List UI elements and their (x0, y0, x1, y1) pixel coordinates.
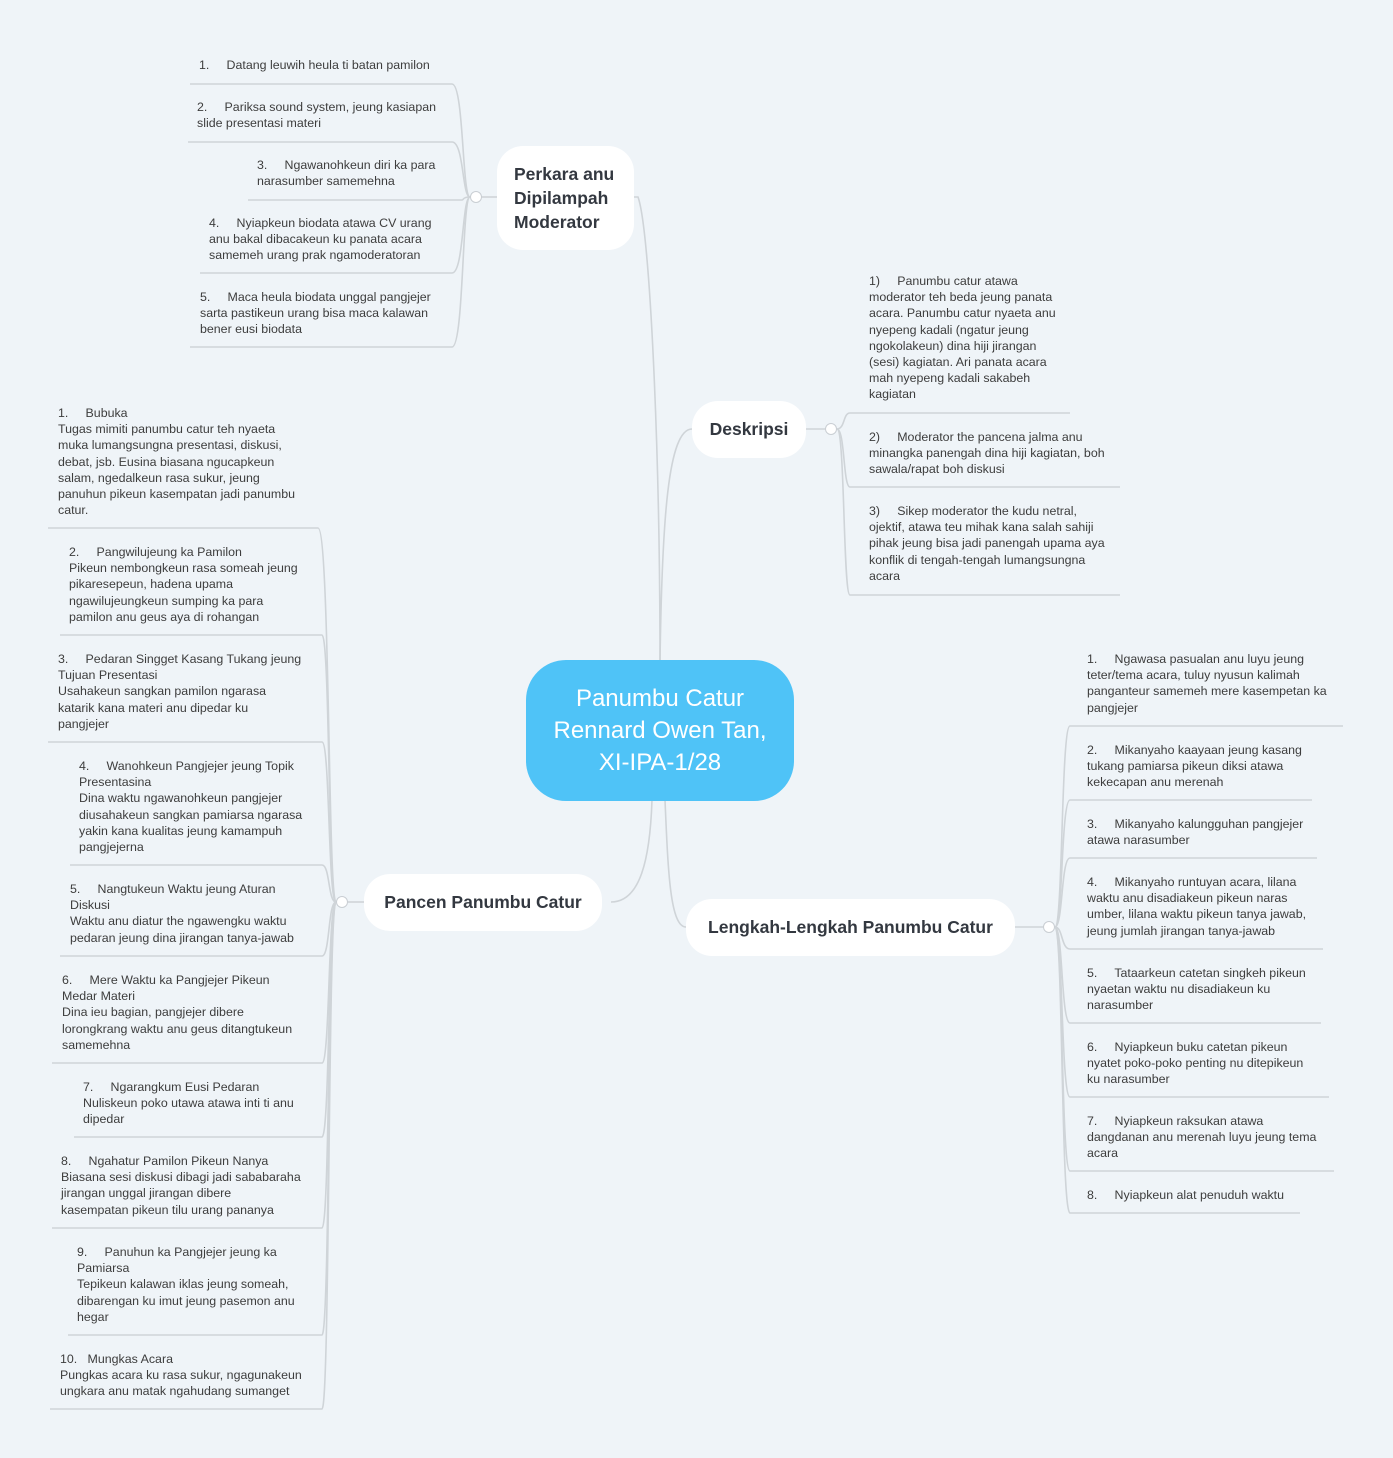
lengkah-connector (1054, 926, 1300, 1214)
deskripsi-item[interactable]: 3) Sikep moderator the kudu netral, ojek… (869, 504, 1105, 583)
deskripsi-connector (836, 412, 1070, 430)
lengkah-item[interactable]: 2. Mikanyaho kaayaan jeung kasang tukang… (1087, 743, 1302, 790)
pancen-connector (50, 901, 337, 1410)
deskripsi-connector (836, 428, 1120, 596)
lengkah-connector (1054, 926, 1323, 950)
pancen-item[interactable]: 7. Ngarangkum Eusi Pedaran Nuliskeun pok… (83, 1080, 294, 1127)
branch-line (610, 799, 653, 903)
topic-pancen-panumbu-catur[interactable]: Pancen Panumbu Catur (364, 874, 602, 931)
lengkah-item[interactable]: 8. Nyiapkeun alat penuduh waktu (1087, 1188, 1285, 1202)
branch-line (664, 799, 687, 928)
perkara-item[interactable]: 3. Ngawanohkeun diri ka para narasumber … (257, 158, 436, 189)
deskripsi-item[interactable]: 2) Moderator the pancena jalma anu minan… (869, 430, 1105, 477)
pancen-connector (70, 864, 337, 903)
perkara-connector (190, 83, 471, 198)
lengkah-item[interactable]: 4. Mikanyaho runtuyan acara, lilana wakt… (1087, 875, 1307, 938)
perkara-connector (190, 196, 471, 348)
pancen-item[interactable]: 9. Panuhun ka Pangjejer jeung ka Pamiars… (77, 1245, 295, 1324)
pancen-connector (60, 901, 337, 957)
branch-line (634, 196, 661, 663)
pancen-connector (48, 741, 337, 903)
lengkah-item[interactable]: 6. Nyiapkeun buku catetan pikeun nyatet … (1087, 1040, 1304, 1087)
pancen-item[interactable]: 8. Ngahatur Pamilon Pikeun Nanya Biasana… (61, 1154, 301, 1217)
pancen-item[interactable]: 4. Wanohkeun Pangjejer jeung Topik Prese… (79, 759, 303, 855)
deskripsi-connector (836, 428, 1120, 488)
collapse-toggle-perkara[interactable] (470, 191, 482, 203)
collapse-toggle-deskripsi[interactable] (825, 423, 837, 435)
perkara-connector (188, 141, 471, 198)
lengkah-item[interactable]: 3. Mikanyaho kalungguhan pangjejer atawa… (1087, 817, 1304, 848)
lengkah-item[interactable]: 5. Tataarkeun catetan singkeh pikeun nya… (1087, 966, 1306, 1013)
pancen-item[interactable]: 10. Mungkas Acara Pungkas acara ku rasa … (60, 1352, 302, 1399)
topic-perkara-moderator[interactable]: Perkara anu Dipilampah Moderator (497, 146, 634, 250)
pancen-item[interactable]: 5. Nangtukeun Waktu jeung Aturan Diskusi… (70, 882, 294, 945)
central-topic[interactable]: Panumbu Catur Rennard Owen Tan, XI-IPA-1… (526, 660, 794, 801)
lengkah-connector (1054, 857, 1317, 928)
lengkah-item[interactable]: 7. Nyiapkeun raksukan atawa dangdanan an… (1087, 1114, 1317, 1161)
branch-line (659, 428, 693, 663)
collapse-toggle-pancen[interactable] (336, 896, 348, 908)
pancen-item[interactable]: 1. Bubuka Tugas mimiti panumbu catur teh… (58, 406, 295, 518)
perkara-item[interactable]: 2. Pariksa sound system, jeung kasiapan … (197, 100, 436, 131)
deskripsi-item[interactable]: 1) Panumbu catur atawa moderator teh bed… (869, 274, 1056, 402)
perkara-item[interactable]: 4. Nyiapkeun biodata atawa CV urang anu … (209, 216, 432, 263)
collapse-toggle-lengkah[interactable] (1043, 921, 1055, 933)
pancen-item[interactable]: 6. Mere Waktu ka Pangjejer Pikeun Medar … (62, 973, 293, 1052)
pancen-item[interactable]: 2. Pangwilujeung ka Pamilon Pikeun nembo… (69, 545, 298, 624)
perkara-connector (248, 196, 471, 201)
topic-deskripsi[interactable]: Deskripsi (692, 401, 806, 458)
perkara-item[interactable]: 5. Maca heula biodata unggal pangjejer s… (200, 290, 431, 337)
lengkah-item[interactable]: 1. Ngawasa pasualan anu luyu jeung teter… (1087, 652, 1327, 715)
perkara-item[interactable]: 1. Datang leuwih heula ti batan pamilon (199, 58, 430, 72)
pancen-item[interactable]: 3. Pedaran Singget Kasang Tukang jeung T… (58, 652, 302, 731)
topic-lengkah-lengkah[interactable]: Lengkah-Lengkah Panumbu Catur (686, 899, 1015, 956)
